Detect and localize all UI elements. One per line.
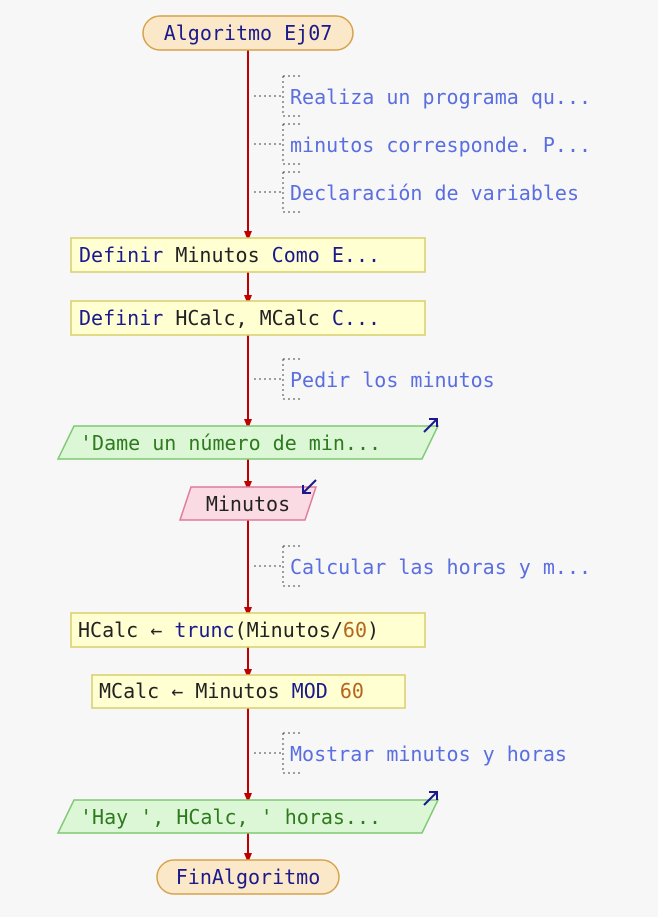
assign-hcalc-box[interactable]: HCalc ← trunc(Minutos/60) (70, 612, 426, 648)
comment-5-text: Calcular las horas y m... (290, 555, 591, 579)
comment-1[interactable]: Realiza un programa qu... (254, 75, 591, 117)
output-result-box[interactable]: 'Hay ', HCalc, ' horas... (56, 791, 440, 834)
output-result-text: 'Hay ', HCalc, ' horas... (80, 805, 381, 829)
comment-1-text: Realiza un programa qu... (290, 85, 591, 109)
comment-2-text: minutos corresponde. P... (290, 133, 591, 157)
comment-6-text: Mostrar minutos y horas (290, 742, 567, 766)
input-minutos-text: Minutos (206, 492, 290, 516)
end-label: FinAlgoritmo (176, 865, 321, 889)
define-minutos-text: Definir Minutos Como E... (79, 243, 380, 267)
define-minutos-box[interactable]: Definir Minutos Como E... (70, 237, 426, 273)
comment-6[interactable]: Mostrar minutos y horas (254, 732, 567, 774)
output-prompt-box[interactable]: 'Dame un número de min... (56, 418, 440, 460)
start-terminal[interactable]: Algoritmo Ej07 (142, 15, 354, 51)
input-minutos-box[interactable]: Minutos (178, 479, 318, 521)
comment-3-text: Declaración de variables (290, 181, 579, 205)
output-result-arrow-icon (423, 791, 438, 806)
end-terminal[interactable]: FinAlgoritmo (156, 859, 340, 895)
define-hcalc-text: Definir HCalc, MCalc C... (79, 306, 380, 330)
assign-mcalc-box[interactable]: MCalc ← Minutos MOD 60 (91, 674, 406, 709)
start-label: Algoritmo Ej07 (164, 21, 333, 45)
comment-4[interactable]: Pedir los minutos (254, 358, 495, 400)
comment-5[interactable]: Calcular las horas y m... (254, 545, 591, 587)
define-hcalc-box[interactable]: Definir HCalc, MCalc C... (70, 300, 426, 336)
comment-2[interactable]: minutos corresponde. P... (254, 123, 591, 165)
input-arrow-icon (302, 479, 317, 494)
output-prompt-text: 'Dame un número de min... (80, 431, 381, 455)
comment-4-text: Pedir los minutos (290, 368, 495, 392)
assign-hcalc-text: HCalc ← trunc(Minutos/60) (78, 618, 379, 642)
output-arrow-icon (423, 418, 438, 433)
assign-mcalc-text: MCalc ← Minutos MOD 60 (99, 679, 364, 703)
comment-3[interactable]: Declaración de variables (254, 171, 579, 213)
